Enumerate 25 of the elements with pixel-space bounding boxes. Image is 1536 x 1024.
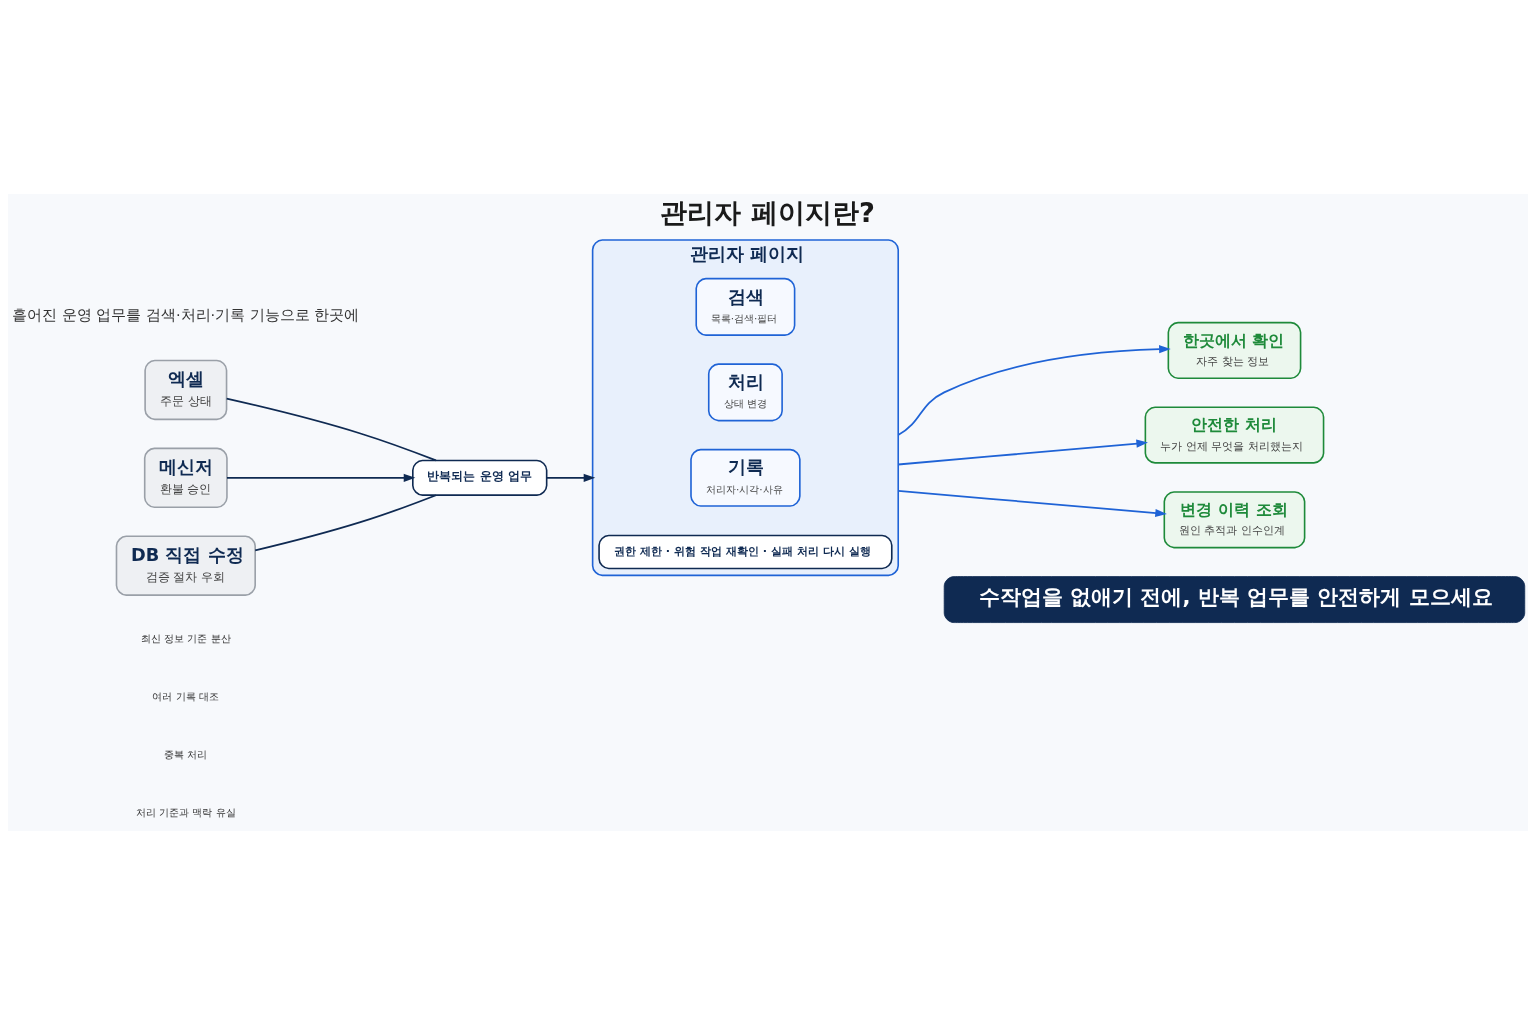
arrow	[545, 473, 596, 482]
node-box: DB 직접 수정 검증 절차 우회	[115, 535, 256, 596]
label: 처리 기준과 맥락 유실	[135, 805, 236, 818]
node-box: 검색 목록·검색·필터	[695, 277, 796, 336]
node-box: 기록 처리자·시각·사유	[690, 448, 801, 507]
label: 최신 정보 기준 분산	[140, 631, 231, 644]
label: 여러 기록 대조	[152, 689, 220, 702]
arrow	[897, 439, 1148, 465]
node-box: 한곳에서 확인 자주 찾는 정보	[1167, 321, 1302, 379]
label: 흩어진 운영 업무를 검색·처리·기록 기능으로 한곳에	[12, 306, 360, 323]
node-box: 권한 제한 · 위험 작업 재확인 · 실패 처리 다시 실행	[598, 534, 893, 569]
node-box: 엑셀 주문 상태	[144, 359, 228, 420]
connector	[225, 397, 437, 461]
node-box: 변경 이력 조회 원인 추적과 인수인계	[1163, 490, 1306, 548]
arrow	[226, 473, 416, 482]
label: 중복 처리	[164, 747, 208, 760]
node-box: 안전한 처리 누가 언제 무엇을 처리했는지	[1144, 405, 1325, 464]
arrow	[897, 489, 1167, 517]
arrow	[897, 344, 1171, 436]
node-box: 처리 상태 변경	[707, 362, 783, 421]
connector	[254, 493, 437, 551]
caption: 수작업을 없애기 전에, 반복 업무를 안전하게 모으세요	[978, 584, 1493, 609]
diagram-title: 관리자 페이지란?	[660, 196, 875, 228]
node-box: 반복되는 운영 업무	[412, 459, 548, 496]
node-box: 메신저 환불 승인	[143, 447, 228, 508]
